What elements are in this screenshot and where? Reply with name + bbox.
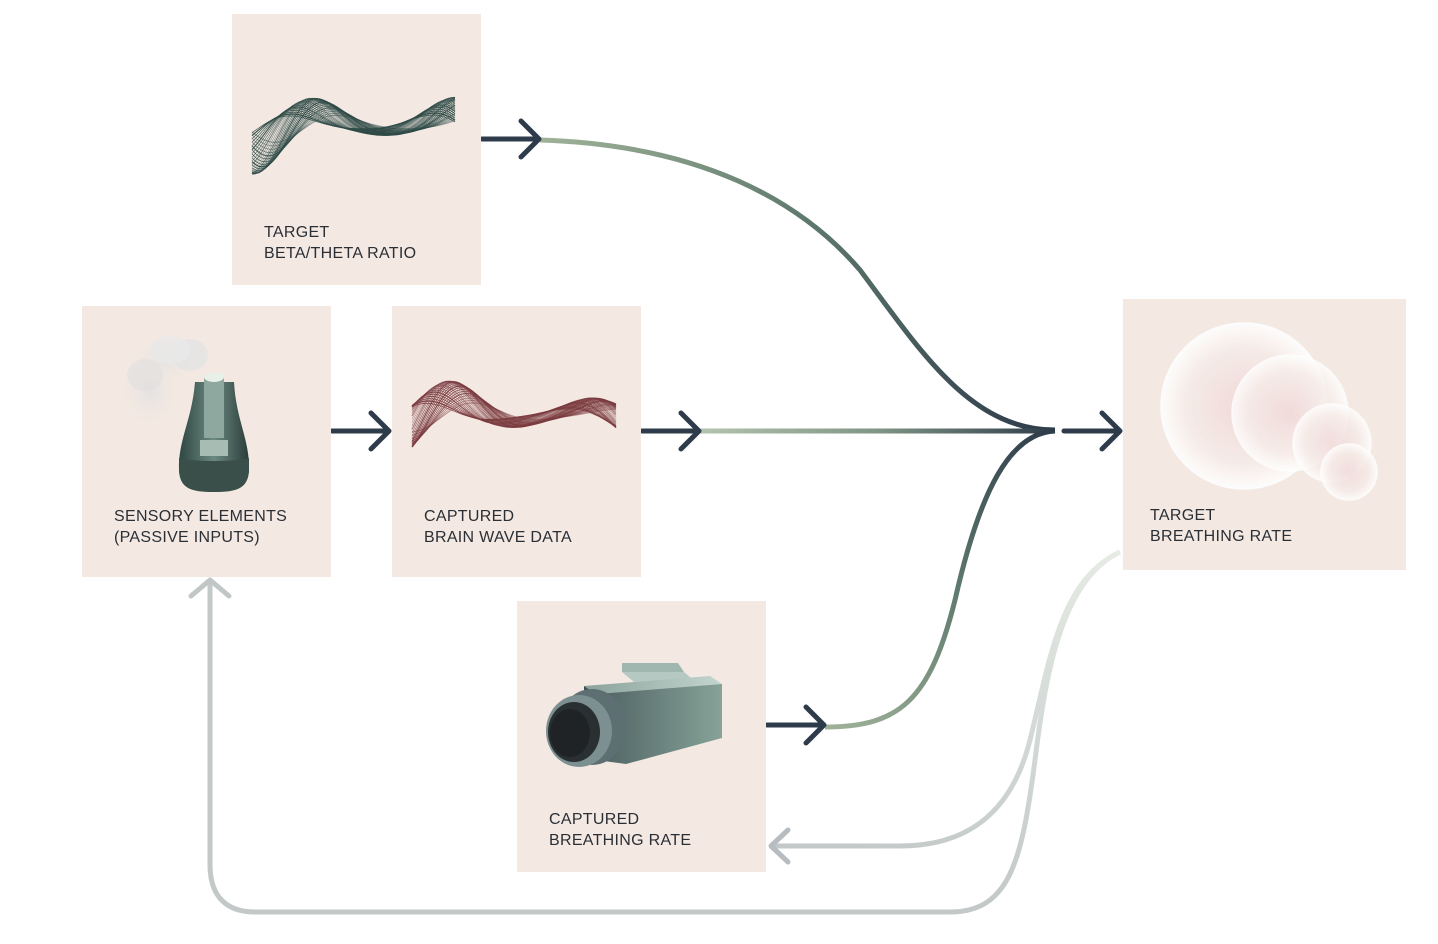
feedback-line-to-sensory — [207, 549, 1122, 915]
card-background — [392, 306, 641, 577]
diffuser-icon — [120, 334, 250, 492]
wave-lines-icon — [251, 96, 456, 175]
wave-line — [251, 101, 456, 168]
wave-line — [411, 393, 617, 429]
node-label-line2: BETA/THETA RATIO — [264, 245, 416, 262]
camera-icon — [546, 663, 722, 767]
wave-line — [411, 389, 617, 427]
node-captured-brain-wave: CAPTURED BRAIN WAVE DATA — [392, 306, 641, 577]
wave-line — [251, 112, 456, 136]
arrow-brain-wave-out — [639, 410, 702, 452]
wave-line — [411, 387, 617, 426]
node-label-line2: BREATHING RATE — [1150, 528, 1292, 545]
wave-line — [251, 96, 456, 175]
node-captured-breathing: CAPTURED BREATHING RATE — [517, 601, 766, 872]
node-label-line1: TARGET — [1150, 507, 1216, 524]
arrow-to-target-breathing — [1061, 410, 1123, 452]
bubbles-icon — [1160, 322, 1378, 501]
wave-line — [411, 384, 617, 427]
node-sensory-elements: SENSORY ELEMENTS (PASSIVE INPUTS) — [82, 306, 331, 577]
wave-line — [251, 98, 456, 174]
node-label-line1: SENSORY ELEMENTS — [114, 508, 287, 525]
wave-line — [251, 107, 456, 147]
node-target-breathing: TARGET BREATHING RATE — [1123, 299, 1406, 570]
card-background — [232, 14, 481, 285]
wave-lines-icon — [411, 380, 617, 448]
flow-curve-breathing — [824, 428, 1056, 730]
wave-line — [251, 97, 456, 175]
wave-line — [411, 396, 617, 429]
node-label-line2: (PASSIVE INPUTS) — [114, 529, 260, 546]
wave-line — [251, 114, 456, 133]
node-label-line1: CAPTURED — [549, 811, 639, 828]
wave-line — [251, 96, 456, 175]
wave-line — [251, 97, 456, 175]
wave-line — [411, 398, 617, 428]
node-label-line1: TARGET — [264, 224, 330, 241]
wave-line — [251, 99, 456, 172]
wave-line — [411, 403, 617, 426]
wave-line — [411, 400, 617, 428]
flow-curve-beta-theta — [539, 137, 1056, 433]
connectors — [188, 118, 1123, 915]
node-label-line2: BREATHING RATE — [549, 832, 691, 849]
arrow-beta-theta-out — [479, 118, 542, 160]
wave-line — [411, 391, 617, 428]
arrow-feedback-captured-breathing — [768, 827, 791, 865]
arrow-feedback-sensory — [188, 577, 232, 599]
node-target-beta-theta: TARGET BETA/THETA RATIO — [232, 14, 481, 285]
wave-line — [411, 402, 617, 433]
wave-line — [251, 100, 456, 170]
node-label-line2: BRAIN WAVE DATA — [424, 529, 572, 546]
arrow-sensory-to-brain — [329, 410, 392, 452]
wave-line — [251, 98, 456, 173]
feedback-line-to-captured-breathing — [775, 549, 1122, 849]
wave-line — [251, 108, 456, 143]
wave-line — [411, 386, 617, 426]
arrow-breathing-out — [764, 704, 827, 746]
node-label-line1: CAPTURED — [424, 508, 514, 525]
